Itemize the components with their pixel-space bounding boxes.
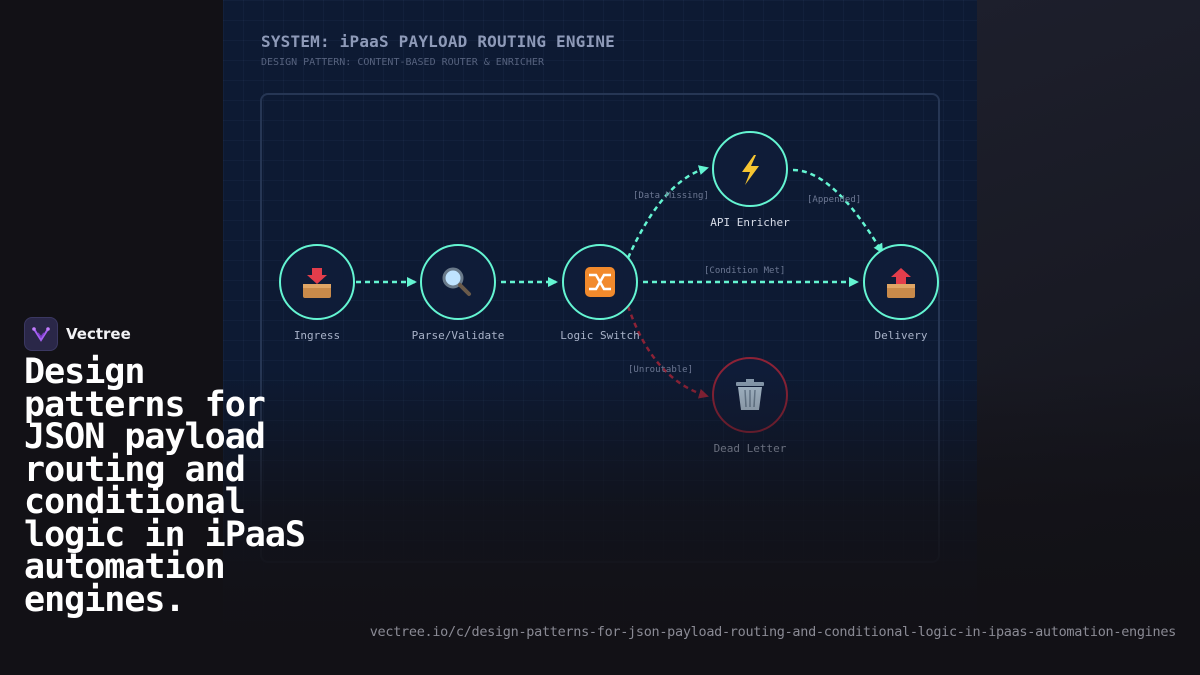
article-url[interactable]: vectree.io/c/design-patterns-for-json-pa… <box>369 624 1177 640</box>
vectree-logo-icon <box>24 317 58 351</box>
node-label-delivery: Delivery <box>875 329 928 342</box>
brand: Vectree <box>24 317 131 351</box>
edge-label-condition-met: [Condition Met] <box>704 266 785 276</box>
node-switch: Logic Switch <box>560 244 640 342</box>
edge-switch-enricher <box>626 165 709 259</box>
node-label-parse: Parse/Validate <box>412 329 505 342</box>
node-parse: Parse/Validate <box>412 244 505 342</box>
headline: Design patterns for JSON payload routing… <box>24 352 306 620</box>
node-deadletter: Dead Letter <box>712 357 788 455</box>
node-label-ingress: Ingress <box>294 329 340 342</box>
node-label-deadletter: Dead Letter <box>714 442 787 455</box>
edge-label-appended: [Appended] <box>807 195 861 205</box>
node-ingress: Ingress <box>279 244 355 342</box>
node-enricher: API Enricher <box>710 131 790 229</box>
edge-label-unroutable: [Unroutable] <box>628 365 693 375</box>
flow-diagram: [Data Missing] [Appended] [Condition Met… <box>279 131 939 455</box>
node-label-enricher: API Enricher <box>710 216 790 229</box>
backdrop-right <box>960 0 1200 675</box>
edge-switch-deadletter <box>626 305 709 399</box>
node-delivery: Delivery <box>863 244 939 342</box>
shuffle-icon <box>585 267 615 297</box>
brand-name: Vectree <box>66 325 131 343</box>
edge-enricher-delivery <box>792 168 884 254</box>
diagram-panel: SYSTEM: iPaaS PAYLOAD ROUTING ENGINE DES… <box>223 0 977 675</box>
edge-label-data-missing: [Data Missing] <box>633 191 709 201</box>
node-label-switch: Logic Switch <box>560 329 639 342</box>
